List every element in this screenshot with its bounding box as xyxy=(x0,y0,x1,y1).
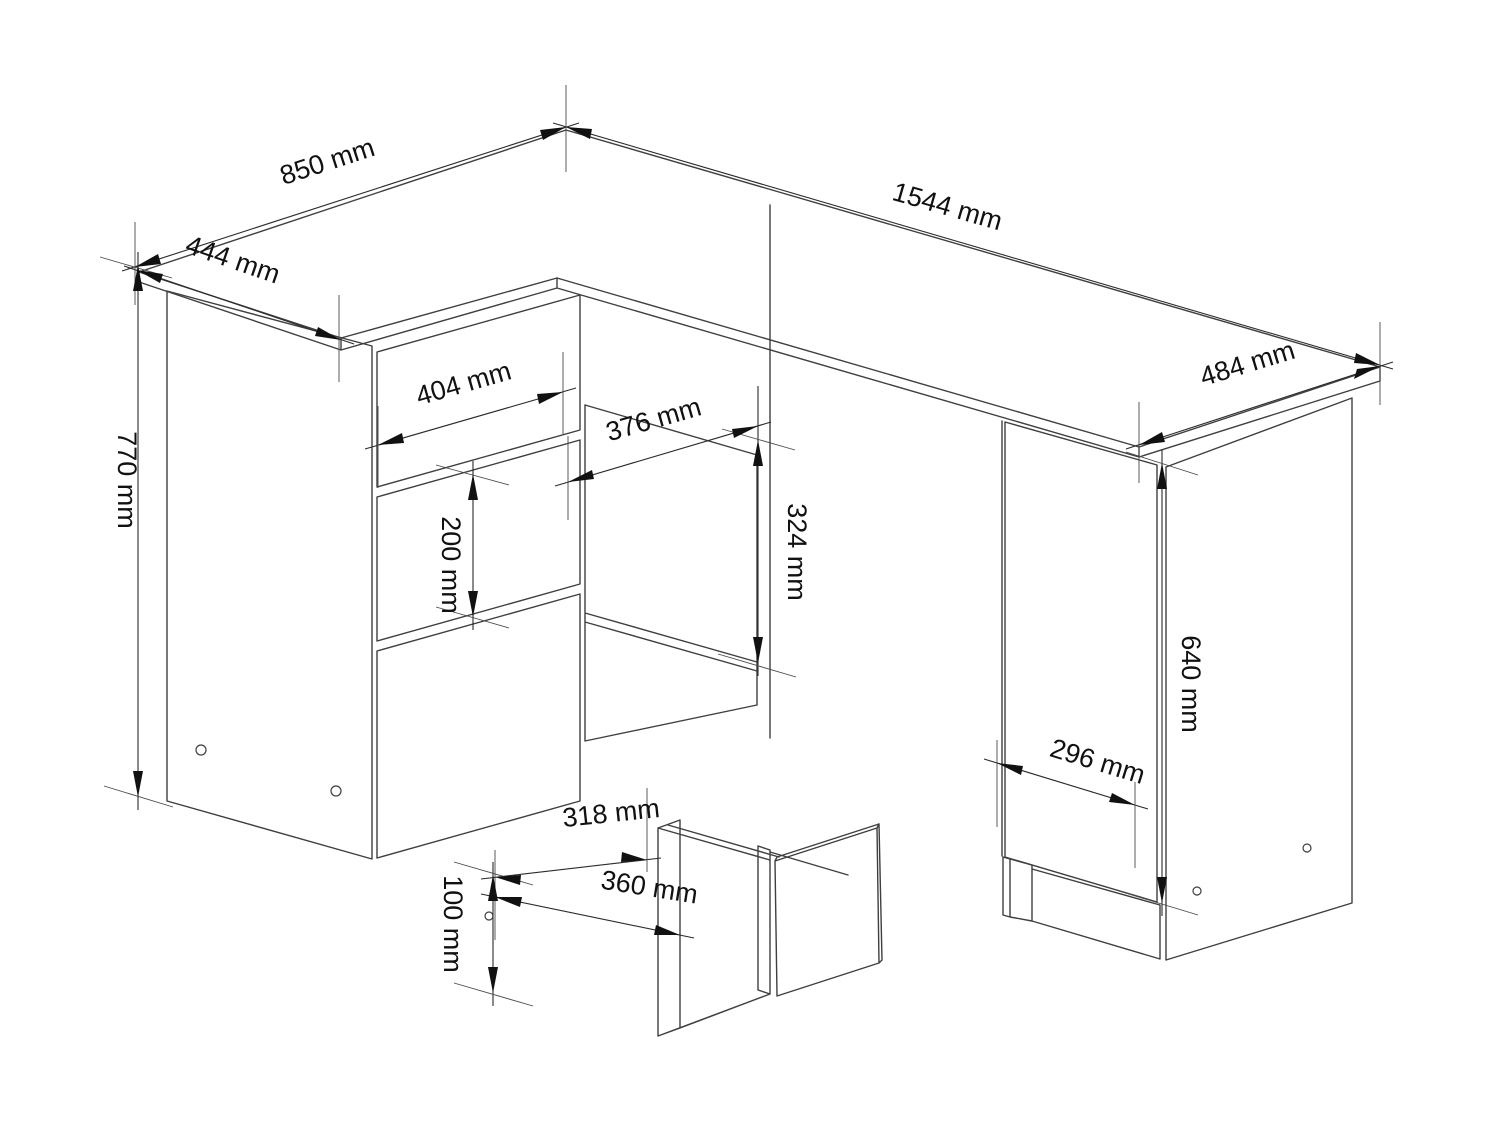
left-side-panel xyxy=(166,290,373,860)
cam-hole xyxy=(1302,843,1312,853)
dimension-label-770: 770 mm xyxy=(112,431,142,529)
right-pedestal xyxy=(1001,397,1353,961)
dimension-line-850 xyxy=(121,122,580,272)
cam-hole xyxy=(484,911,494,921)
dimension-label-640: 640 mm xyxy=(1176,635,1206,733)
dimension-label-1544: 1544 mm xyxy=(889,176,1005,236)
dimension-label-318: 318 mm xyxy=(561,793,661,833)
dimension-label-404: 404 mm xyxy=(413,355,515,411)
dimension-arrowheads xyxy=(133,127,1380,993)
dimension-label-376: 376 mm xyxy=(603,391,705,447)
desk-top xyxy=(138,129,1381,458)
drawer-front-bottom xyxy=(376,593,581,859)
cam-hole xyxy=(195,744,207,756)
drawer-box xyxy=(657,819,849,1037)
dimension-line-318 xyxy=(480,857,662,880)
dimension-line-444 xyxy=(123,265,355,345)
dimension-line-484 xyxy=(1125,361,1394,450)
drawer-front-middle xyxy=(376,439,581,642)
left-pedestal xyxy=(166,204,771,860)
dimension-label-200: 200 mm xyxy=(436,516,466,614)
dimension-label-444: 444 mm xyxy=(182,229,284,289)
cam-hole xyxy=(330,785,342,797)
open-niche xyxy=(584,204,771,742)
dimension-labels: 850 mm 444 mm 1544 mm 484 mm 404 mm 376 … xyxy=(112,132,1298,973)
cabinet-door xyxy=(1001,420,1158,903)
plinth-and-leg xyxy=(1002,856,1161,960)
extension-ticks xyxy=(99,85,1381,1007)
right-side-panel xyxy=(1165,397,1353,961)
cam-hole xyxy=(1192,886,1202,896)
dimension-label-324: 324 mm xyxy=(782,503,812,601)
dimension-label-100: 100 mm xyxy=(438,875,468,973)
dimension-label-850: 850 mm xyxy=(276,132,378,191)
dimension-label-484: 484 mm xyxy=(1196,335,1298,392)
dimension-label-296: 296 mm xyxy=(1047,733,1149,790)
dimension-label-360: 360 mm xyxy=(599,865,700,910)
drawer-front-panel xyxy=(774,823,883,997)
dimension-line-1544 xyxy=(552,122,1394,370)
drawer-front-top xyxy=(376,294,581,488)
exploded-drawer xyxy=(484,819,883,1037)
